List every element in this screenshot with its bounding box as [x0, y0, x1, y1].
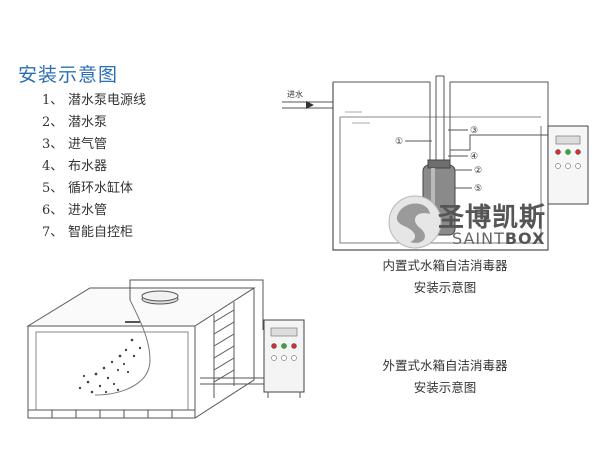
page-title: 安装示意图 — [18, 64, 119, 86]
legend-item: 4、布水器 — [42, 159, 108, 174]
legend-item: 5、循环水缸体 — [42, 181, 134, 196]
legend-item: 1、潜水泵电源线 — [42, 93, 147, 108]
legend-item: 7、智能自控柜 — [42, 225, 134, 240]
callout-label: ③ — [470, 126, 478, 136]
internal-caption-title: 内置式水箱自洁消毒器 — [382, 258, 508, 273]
legend-item: 3、进气管 — [42, 137, 108, 152]
legend-item: 6、进水管 — [42, 203, 108, 218]
external-caption-subtitle: 安装示意图 — [413, 380, 477, 395]
callout-label: ① — [395, 137, 403, 147]
callout-label: ② — [474, 166, 482, 176]
callout-label: ⑤ — [474, 184, 482, 194]
brand-name-en: SAINTBOX — [452, 229, 546, 248]
inlet-label: 进水 — [287, 89, 303, 99]
internal-caption-subtitle: 安装示意图 — [413, 280, 477, 295]
inlet-arrow-icon — [306, 101, 314, 109]
brand-name-cn: 圣博凯斯 — [438, 203, 547, 233]
water-bubbles — [78, 338, 142, 394]
legend-item: 2、潜水泵 — [42, 115, 108, 130]
brand-logo-icon — [388, 195, 442, 249]
legend-list: 1、潜水泵电源线 2、潜水泵 3、进气管 4、布水器 5、循环水缸体 6、进水管… — [42, 90, 146, 244]
external-tank-diagram — [26, 279, 305, 419]
callout-label: ④ — [470, 152, 478, 162]
external-caption-title: 外置式水箱自洁消毒器 — [382, 358, 508, 373]
